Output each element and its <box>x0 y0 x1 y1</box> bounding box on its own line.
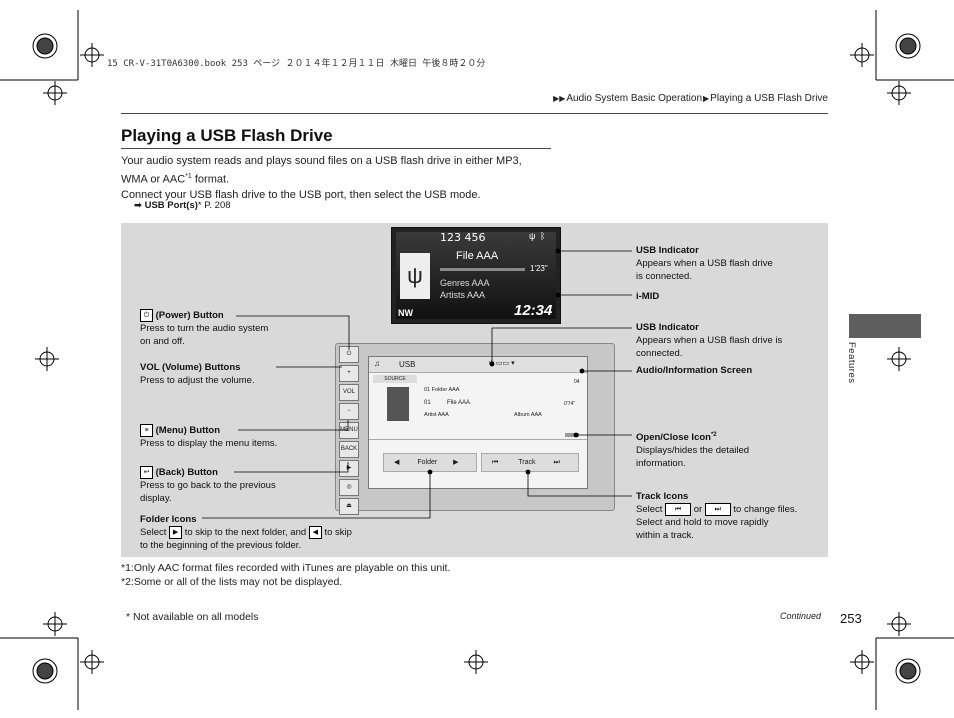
callout-track: Track Icons Select ⏮ or ⏭ to change file… <box>636 491 798 542</box>
screen-elapsed: 04 <box>574 379 580 385</box>
xref-arrow-icon: ➡ <box>134 200 142 211</box>
breadcrumb-current: Playing a USB Flash Drive <box>710 93 828 104</box>
track-button-group: ⏮ Track ⏭ <box>481 453 579 472</box>
xref-label: USB Port(s) <box>144 200 198 211</box>
intro-line-3: Connect your USB flash drive to the USB … <box>121 188 481 201</box>
footnote-ref: *1 <box>185 173 192 180</box>
track-next-icon: ⏭ <box>704 503 731 516</box>
power-icon: ⏻ <box>140 309 153 322</box>
imid-time: 1'23" <box>530 264 548 273</box>
imid-display: 123 456 ᛒ ψ ψ File AAA 1'23" Genres AAA … <box>391 227 561 324</box>
status-icons: ψ ▭▭ ▾ <box>489 360 515 367</box>
callout-back: ↩ (Back) Button Press to go back to the … <box>140 466 276 505</box>
track-label: Track <box>518 459 536 466</box>
top-rule <box>121 113 828 114</box>
imid-artists: Artists AAA <box>440 290 486 300</box>
section-tab <box>849 314 921 338</box>
intro-line-2: WMA or AAC*1 format. <box>121 173 230 186</box>
breadcrumb-arrow-icon: ▶▶ <box>553 94 566 103</box>
screen-album: Album AAA <box>514 412 542 418</box>
callout-audio-info-screen: Audio/Information Screen <box>636 365 753 376</box>
back-button[interactable]: BACK <box>339 441 359 458</box>
imid-compass: NW <box>398 308 413 318</box>
vol-down-button[interactable]: − <box>339 403 359 420</box>
imid-clock: 12:34 <box>514 302 553 319</box>
music-note-icon: ♫ <box>374 359 380 368</box>
continued-label: Continued <box>780 611 822 621</box>
imid-file: File AAA <box>456 250 499 262</box>
intro-line-1: Your audio system reads and plays sound … <box>121 155 522 167</box>
prev-folder-icon: ◀ <box>308 526 322 539</box>
menu-button[interactable]: MENU <box>339 422 359 439</box>
folder-next-icon[interactable]: ▶ <box>453 459 459 466</box>
skip-button[interactable]: ▶ <box>339 460 359 477</box>
album-art-icon <box>387 387 409 421</box>
title-rule <box>121 148 551 149</box>
callout-power: ⏻ (Power) Button Press to turn the audio… <box>140 309 269 348</box>
xref-page: P. 208 <box>201 200 231 211</box>
vol-up-button[interactable]: + <box>339 365 359 382</box>
screen-total: 0'74" <box>564 401 576 407</box>
track-prev-icon: ⏮ <box>665 503 692 516</box>
callout-menu: ≡ (Menu) Button Press to display the men… <box>140 424 278 450</box>
audio-info-screen: ♫ USB ψ ▭▭ ▾ SOURCE 01 Folder AAA 01 Fil… <box>368 356 588 489</box>
usb-logo-icon: ψ <box>400 253 430 299</box>
intro-text: Your audio system reads and plays sound … <box>121 154 522 203</box>
imid-progress <box>440 268 525 271</box>
page-number: 253 <box>840 611 862 626</box>
usb-indicator-icon: ψ <box>529 231 536 241</box>
folder-label: Folder <box>417 459 438 466</box>
footnote-1: *1:Only AAC format files recorded with i… <box>121 562 451 574</box>
bluetooth-icon: ᛒ <box>540 231 546 241</box>
menu-icon: ≡ <box>140 424 153 437</box>
footnote-2: *2:Some or all of the lists may not be d… <box>121 576 343 588</box>
head-unit-button-column: ⏻ + VOL − MENU BACK ▶ ◎ ⏏ <box>339 346 359 515</box>
screen-mode: USB <box>399 360 416 369</box>
breadcrumb-arrow-icon: ▶ <box>703 94 710 103</box>
breadcrumb-link-audio[interactable]: Audio System Basic Operation <box>566 93 703 104</box>
cross-reference[interactable]: ➡ USB Port(s)* P. 208 <box>134 200 231 211</box>
book-header-meta: 15 CR-V-31T0A6300.book 253 ページ ２０１４年１２月１… <box>107 59 486 69</box>
eject-button[interactable]: ⏏ <box>339 498 359 515</box>
screen-folder: 01 Folder AAA <box>424 387 460 393</box>
screen-track-number: 01 <box>424 400 431 406</box>
page-title: Playing a USB Flash Drive <box>121 126 333 145</box>
back-icon: ↩ <box>140 466 153 479</box>
screen-artist: Artist AAA <box>424 412 449 418</box>
knob-button[interactable]: ◎ <box>339 479 359 496</box>
breadcrumb: ▶▶Audio System Basic Operation▶Playing a… <box>552 93 828 104</box>
track-prev-icon[interactable]: ⏮ <box>492 459 499 466</box>
track-next-icon[interactable]: ⏭ <box>553 459 560 466</box>
folder-prev-icon[interactable]: ◀ <box>394 459 400 466</box>
callout-open-close: Open/Close Icon*2 Displays/hides the det… <box>636 432 750 470</box>
next-folder-icon: ▶ <box>169 526 183 539</box>
source-button[interactable]: SOURCE <box>373 375 417 383</box>
imid-icons-row: 123 456 <box>440 231 486 244</box>
callout-folder: Folder Icons Select ▶ to skip to the nex… <box>140 514 352 552</box>
imid-genres: Genres AAA <box>440 278 490 288</box>
open-close-icon[interactable] <box>565 433 579 437</box>
callout-imid: i-MID <box>636 291 660 302</box>
screen-file: File AAA <box>447 400 471 406</box>
availability-note: * Not available on all models <box>126 611 259 623</box>
side-section-label: Features <box>846 342 857 384</box>
vol-button[interactable]: VOL <box>339 384 359 401</box>
